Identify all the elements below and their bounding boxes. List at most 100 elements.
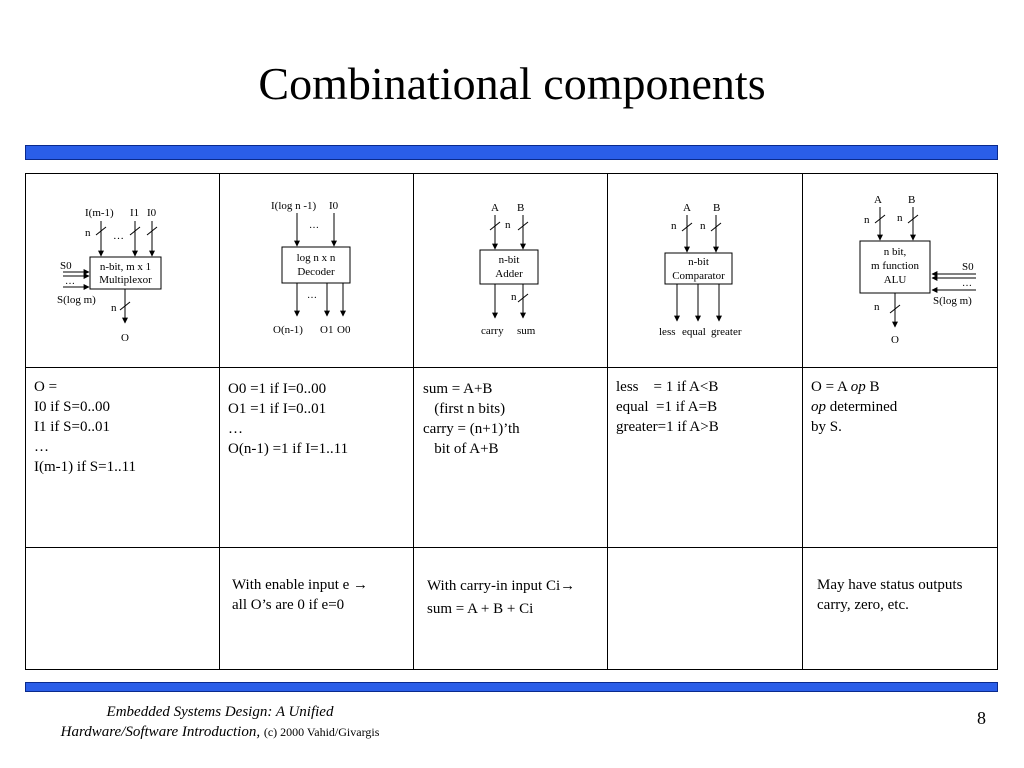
footer-copyright: (c) 2000 Vahid/Givargis bbox=[263, 725, 380, 739]
slide-title: Combinational components bbox=[258, 58, 766, 109]
adder-box-label: Adder bbox=[495, 268, 523, 280]
decoder-function: O0 =1 if I=0..00 O1 =1 if I=0..01 … O(n-… bbox=[228, 379, 348, 459]
decoder-dots: … bbox=[307, 290, 317, 301]
adder-note: With carry-in input Ci→ sum = A + B + Ci bbox=[427, 575, 575, 621]
decoder-box-label: Decoder bbox=[297, 266, 335, 278]
adder-diagram: A B n n-bit Adder n carry sum bbox=[479, 202, 539, 337]
alu-bus-label: n bbox=[874, 301, 880, 313]
function-line: O1 =1 if I=0..01 bbox=[228, 401, 327, 417]
note-line: sum = A + B + Ci bbox=[427, 601, 534, 617]
mux-function: O = I0 if S=0..00 I1 if S=0..01 … I(m-1)… bbox=[34, 377, 136, 477]
function-line: bit of A+B bbox=[423, 441, 499, 457]
note-line: carry, zero, etc. bbox=[817, 597, 909, 613]
decoder-box bbox=[281, 246, 351, 284]
mux-box-label: Multiplexor bbox=[99, 274, 152, 286]
comparator-output-label: equal bbox=[682, 326, 706, 338]
decoder-output-label: O0 bbox=[337, 324, 351, 336]
mux-input-label: I0 bbox=[147, 207, 157, 219]
comparator-function: less = 1 if A<B equal =1 if A=B greater=… bbox=[616, 377, 719, 437]
function-line: sum = A+B bbox=[423, 381, 493, 397]
decoder-input-label: I0 bbox=[329, 200, 339, 212]
comparator-box-label: n-bit bbox=[688, 256, 709, 268]
table-vline bbox=[219, 173, 220, 670]
alu-input-label: A bbox=[874, 194, 882, 206]
alu-select-label: S(log m) bbox=[933, 295, 972, 307]
mux-select-label: S(log m) bbox=[57, 294, 96, 306]
function-line: equal =1 if A=B bbox=[616, 399, 718, 415]
alu-note: May have status outputs carry, zero, etc… bbox=[817, 575, 962, 615]
comparator-box-label: Comparator bbox=[672, 270, 725, 282]
page-number: 8 bbox=[977, 708, 986, 728]
function-line: I0 if S=0..00 bbox=[34, 399, 110, 415]
mux-input-label: I(m-1) bbox=[85, 207, 114, 219]
alu-select-label: S0 bbox=[962, 261, 974, 273]
adder-function: sum = A+B (first n bits) carry = (n+1)’t… bbox=[423, 379, 520, 459]
decoder-note: With enable input e → all O’s are 0 if e… bbox=[232, 575, 368, 615]
note-line: With enable input e → bbox=[232, 577, 369, 593]
function-line: O = bbox=[34, 379, 58, 395]
function-line: O = A op B bbox=[811, 379, 880, 395]
mux-dots: … bbox=[65, 276, 75, 287]
function-line: (first n bits) bbox=[423, 401, 506, 417]
mux-dots: … bbox=[113, 230, 124, 242]
function-line: O(n-1) =1 if I=1..11 bbox=[228, 441, 349, 457]
alu-bus-label: n bbox=[864, 214, 870, 226]
mux-input-label: I1 bbox=[130, 207, 139, 219]
comparator-bus-label: n bbox=[671, 220, 677, 232]
function-line: … bbox=[228, 421, 243, 437]
decoder-dots: … bbox=[309, 220, 319, 231]
mux-bus-label: n bbox=[85, 227, 91, 239]
alu-output-label: O bbox=[891, 334, 899, 346]
alu-bus-label: n bbox=[897, 212, 903, 224]
adder-input-label: A bbox=[491, 202, 499, 214]
table-hline bbox=[25, 173, 998, 174]
note-line: all O’s are 0 if e=0 bbox=[232, 597, 345, 613]
alu-dots: … bbox=[962, 278, 972, 289]
table-hline bbox=[25, 367, 998, 368]
footer-book-subtitle: Hardware/Software Introduction, bbox=[60, 724, 261, 740]
alu-box-label: n bit, bbox=[884, 246, 907, 258]
function-line: less = 1 if A<B bbox=[616, 379, 719, 395]
adder-box bbox=[479, 249, 539, 285]
decoder-output-label: O1 bbox=[320, 324, 333, 336]
table-vline bbox=[413, 173, 414, 670]
title-divider-bar bbox=[25, 145, 998, 160]
comparator-input-label: A bbox=[683, 202, 691, 214]
decoder-diagram: I(log n -1) I0 … log n x n Decoder … O(n… bbox=[271, 200, 351, 336]
function-line: op determined bbox=[811, 399, 898, 415]
comparator-input-label: B bbox=[713, 202, 720, 214]
adder-bus-label: n bbox=[511, 291, 517, 303]
adder-bus-label: n bbox=[505, 219, 511, 231]
adder-input-label: B bbox=[517, 202, 524, 214]
comparator-diagram: A B n n n-bit Comparator less equal grea… bbox=[659, 202, 742, 338]
multiplexor-diagram: I(m-1) I1 I0 n … n-bit, m x 1 Multiplexo… bbox=[57, 207, 162, 344]
alu-box bbox=[859, 240, 931, 294]
note-line: May have status outputs bbox=[817, 577, 963, 593]
mux-bus-label: n bbox=[111, 302, 117, 314]
table-vline bbox=[802, 173, 803, 670]
comparator-bus-label: n bbox=[700, 220, 706, 232]
mux-select-label: S0 bbox=[60, 260, 72, 272]
function-line: carry = (n+1)’th bbox=[423, 421, 520, 437]
table-vline bbox=[25, 173, 26, 670]
footer-book-title: Embedded Systems Design: A Unified bbox=[106, 704, 334, 720]
mux-box bbox=[89, 256, 162, 290]
alu-box-label: ALU bbox=[884, 274, 907, 286]
table-vline bbox=[607, 173, 608, 670]
alu-box-label: m function bbox=[871, 260, 919, 272]
decoder-box-label: log n x n bbox=[297, 252, 336, 264]
function-line: O0 =1 if I=0..00 bbox=[228, 381, 327, 397]
alu-function: O = A op B op determined by S. bbox=[811, 377, 897, 437]
note-line: With carry-in input Ci→ bbox=[427, 578, 576, 594]
function-line: … bbox=[34, 439, 49, 455]
adder-box-label: n-bit bbox=[499, 254, 520, 266]
footer-divider-bar bbox=[25, 682, 998, 692]
adder-output-label: sum bbox=[517, 325, 536, 337]
table-hline bbox=[25, 669, 998, 670]
decoder-output-label: O(n-1) bbox=[273, 324, 303, 336]
mux-output-label: O bbox=[121, 332, 129, 344]
alu-input-label: B bbox=[908, 194, 915, 206]
function-line: by S. bbox=[811, 419, 842, 435]
footer-citation: Embedded Systems Design: A Unified Hardw… bbox=[30, 702, 410, 742]
table-hline bbox=[25, 547, 998, 548]
